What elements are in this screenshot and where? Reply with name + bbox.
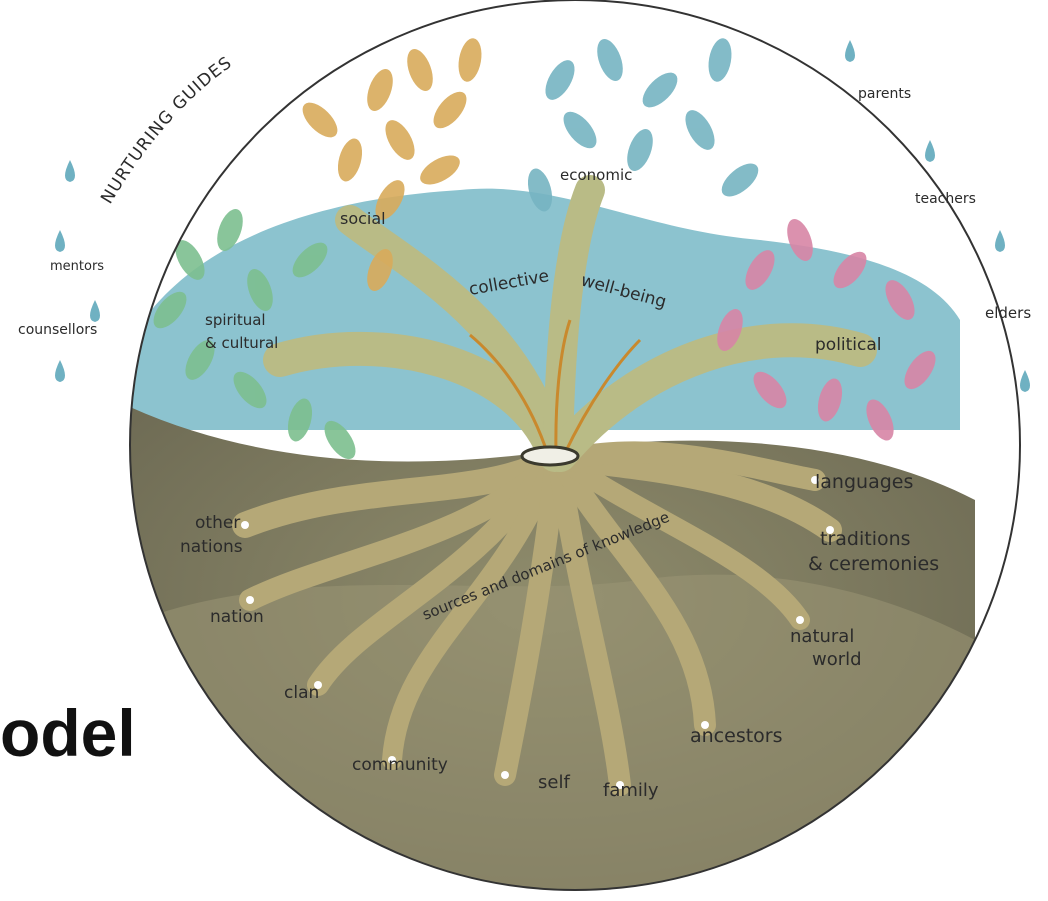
- label-world: world: [812, 649, 862, 670]
- label-natural: natural: [790, 626, 854, 647]
- label-other: other: [195, 513, 240, 533]
- label-self: self: [538, 772, 570, 793]
- label-clan: clan: [284, 683, 319, 703]
- label-ceremonies: & ceremonies: [808, 553, 939, 575]
- label-social: social: [340, 209, 386, 228]
- label-spiritual: spiritual: [205, 311, 266, 329]
- label-elders: elders: [985, 304, 1031, 322]
- label-teachers: teachers: [915, 191, 976, 207]
- label-family: family: [603, 780, 659, 801]
- label-cultural: & cultural: [205, 334, 278, 352]
- label-traditions: traditions: [820, 528, 911, 550]
- slide-title: odel: [0, 700, 136, 766]
- label-political: political: [815, 335, 882, 355]
- label-nation: nation: [210, 607, 264, 627]
- label-nations: nations: [180, 537, 243, 557]
- label-counsellors: counsellors: [18, 322, 97, 338]
- label-mentors: mentors: [50, 259, 104, 274]
- label-community: community: [352, 755, 448, 775]
- label-parents: parents: [858, 86, 911, 102]
- label-economic: economic: [560, 166, 632, 184]
- label-languages: languages: [815, 471, 913, 493]
- label-ancestors: ancestors: [690, 725, 783, 747]
